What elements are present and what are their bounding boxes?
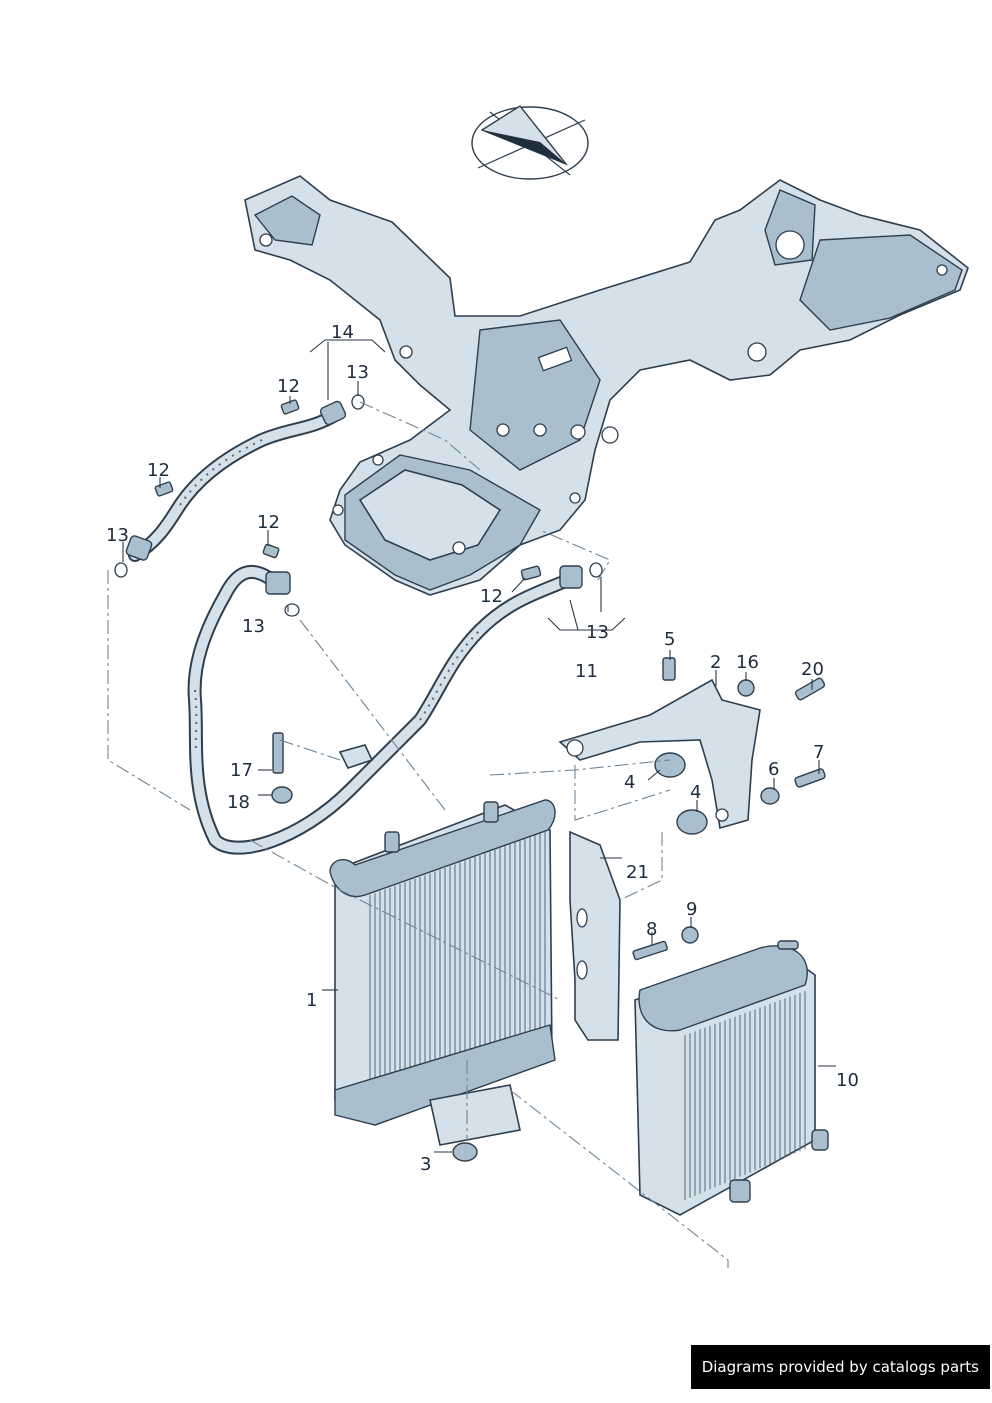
orientation-compass-icon [471, 105, 589, 180]
callout-13: 13 [242, 616, 265, 637]
oil-cooler-part [329, 799, 556, 1162]
callout-12: 12 [147, 460, 170, 481]
callout-9: 9 [686, 899, 697, 920]
callout-13: 13 [586, 622, 609, 643]
leader-lines [122, 339, 836, 1153]
callout-12: 12 [257, 512, 280, 533]
assembly-guide-lines [107, 401, 729, 1268]
subframe-part [244, 175, 969, 596]
callout-13: 13 [106, 525, 129, 546]
radiator-bracket-part [569, 830, 621, 1041]
auxiliary-cooler-part [634, 940, 829, 1216]
callout-20: 20 [801, 659, 824, 680]
callout-17: 17 [230, 760, 253, 781]
callout-3: 3 [420, 1154, 431, 1175]
callout-14: 14 [331, 322, 354, 343]
callout-10: 10 [836, 1070, 859, 1091]
callout-7: 7 [813, 742, 824, 763]
mounting-bracket-part [558, 678, 761, 835]
callout-16: 16 [736, 652, 759, 673]
callout-12: 12 [277, 376, 300, 397]
callout-21: 21 [626, 862, 649, 883]
callout-11: 11 [575, 661, 598, 682]
callout-6: 6 [768, 759, 779, 780]
callout-labels: 14 12 13 12 13 12 13 12 13 11 5 2 16 20 … [106, 322, 859, 1175]
callout-4: 4 [624, 772, 635, 793]
callout-5: 5 [664, 629, 675, 650]
callout-18: 18 [227, 792, 250, 813]
callout-13: 13 [346, 362, 369, 383]
callout-8: 8 [646, 919, 657, 940]
callout-2: 2 [710, 652, 721, 673]
attribution-banner: Diagrams provided by catalogs parts [690, 1345, 990, 1389]
upper-oil-line-part [114, 394, 365, 578]
callout-1: 1 [306, 990, 317, 1011]
callout-4: 4 [690, 782, 701, 803]
callout-12: 12 [480, 586, 503, 607]
lower-oil-line-part [187, 562, 603, 855]
